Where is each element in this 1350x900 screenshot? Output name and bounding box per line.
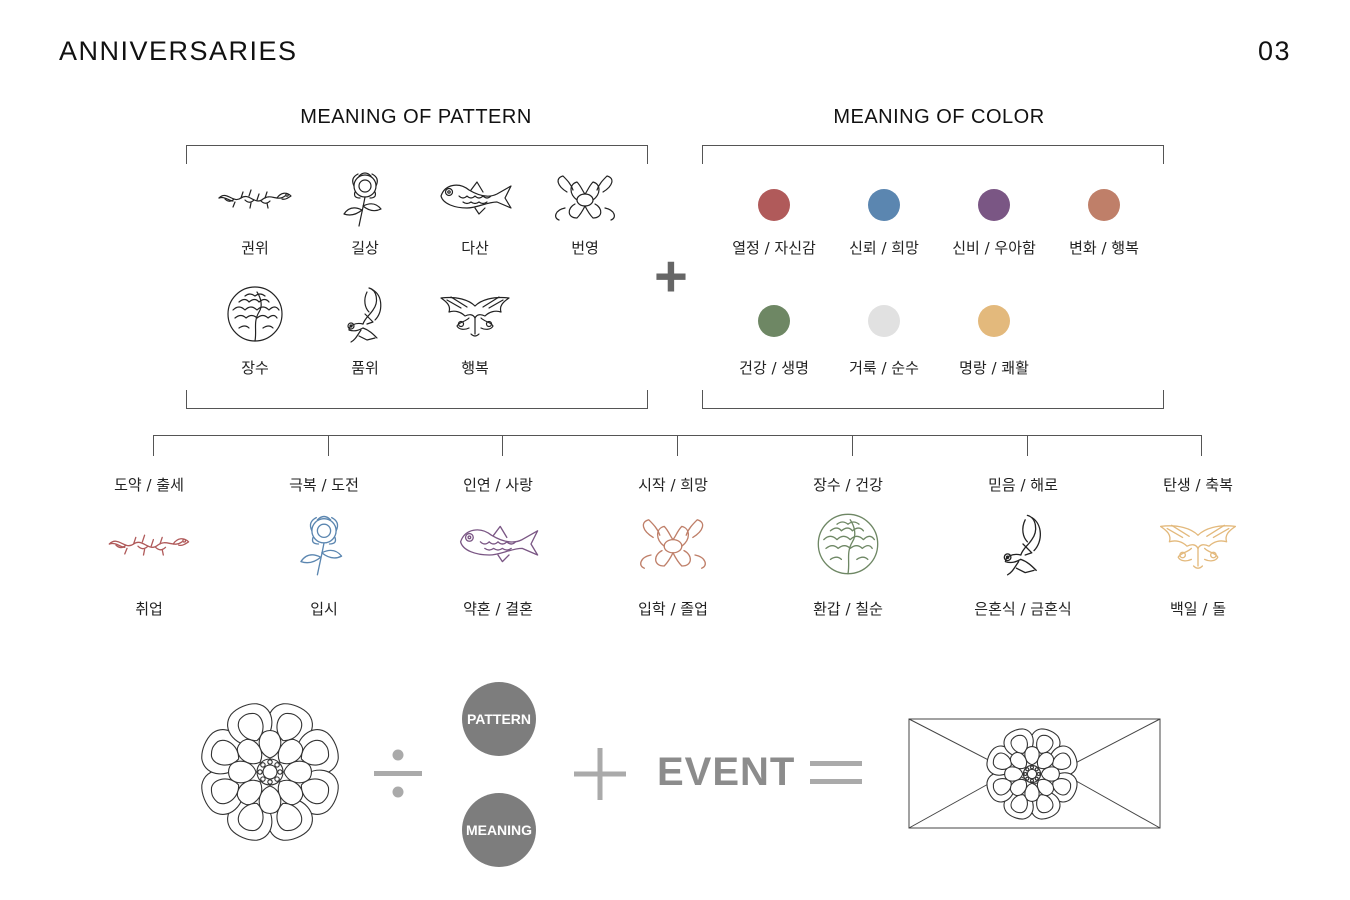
color-swatch [758,305,790,337]
color-bracket-top [702,145,1164,164]
combination-meaning: 시작 / 희망 [638,476,708,494]
combination-event: 은혼식 / 금혼식 [974,600,1072,618]
combination-event: 환갑 / 칠순 [813,600,883,618]
event-label: EVENT [657,750,796,794]
pattern-label: 권위 [241,239,269,257]
combination-event: 약혼 / 결혼 [463,600,533,618]
equals-symbol [810,758,864,788]
pattern-label: 길상 [351,239,379,257]
phoenix-icon [325,284,405,348]
color-bracket-bottom [702,390,1164,409]
pattern-label: 장수 [241,359,269,377]
color-swatch [758,189,790,221]
combination-event: 입학 / 졸업 [638,600,708,618]
combination-event: 입시 [310,600,338,618]
chrysanthemum-icon [280,511,368,581]
page-title: ANNIVERSARIES [59,36,298,66]
pattern-label: 행복 [461,359,489,377]
color-label: 신비 / 우아함 [952,239,1036,257]
tree-branch-line [677,435,678,456]
tree-branch-line [328,435,329,456]
combination-meaning: 장수 / 건강 [813,476,883,494]
color-label: 열정 / 자신감 [732,239,816,257]
peony-icon [545,168,625,232]
meaning-circle: MEANING [462,793,536,867]
color-section-title: MEANING OF COLOR [833,106,1045,128]
pattern-bracket-bottom [186,390,648,409]
tree-branch-line [852,435,853,456]
color-label: 건강 / 생명 [739,359,809,377]
tree-branch-line [502,435,503,456]
pine-circle-icon [215,284,295,348]
pattern-circle: PATTERN [462,682,536,756]
color-label: 변화 / 행복 [1069,239,1139,257]
fish-icon [454,511,542,581]
combine-plus: + [654,244,688,309]
combination-meaning: 도약 / 출세 [114,476,184,494]
color-swatch [978,305,1010,337]
tree-branch-line [153,435,154,456]
combination-meaning: 믿음 / 해로 [988,476,1058,494]
bat-icon [1154,511,1242,581]
dragon-icon [215,168,295,232]
pine-circle-icon [804,511,892,581]
plus-symbol [574,748,626,800]
pattern-label: 다산 [461,239,489,257]
tree-branch-line [1027,435,1028,456]
pattern-bracket-top [186,145,648,164]
combination-event: 백일 / 돌 [1170,600,1226,618]
color-swatch [978,189,1010,221]
fish-icon [435,168,515,232]
pattern-label: 품위 [351,359,379,377]
pattern-label: 번영 [571,239,599,257]
divide-symbol [372,748,424,800]
tree-branch-line [1201,435,1202,456]
combination-meaning: 인연 / 사랑 [463,476,533,494]
combination-event: 취업 [135,600,163,618]
color-label: 명랑 / 쾌활 [959,359,1029,377]
combination-meaning: 탄생 / 축복 [1163,476,1233,494]
color-label: 신뢰 / 희망 [849,239,919,257]
color-swatch [868,305,900,337]
color-swatch [868,189,900,221]
chrysanthemum-icon [325,168,405,232]
color-label: 거룩 / 순수 [849,359,919,377]
peony-icon [629,511,717,581]
lotus-medallion-icon [198,698,342,846]
combination-meaning: 극복 / 도전 [289,476,359,494]
phoenix-icon [979,511,1067,581]
page-number: 03 [1257,36,1291,66]
envelope-icon [908,718,1162,830]
bat-icon [435,284,515,348]
dragon-icon [105,511,193,581]
color-swatch [1088,189,1120,221]
pattern-section-title: MEANING OF PATTERN [300,106,532,128]
